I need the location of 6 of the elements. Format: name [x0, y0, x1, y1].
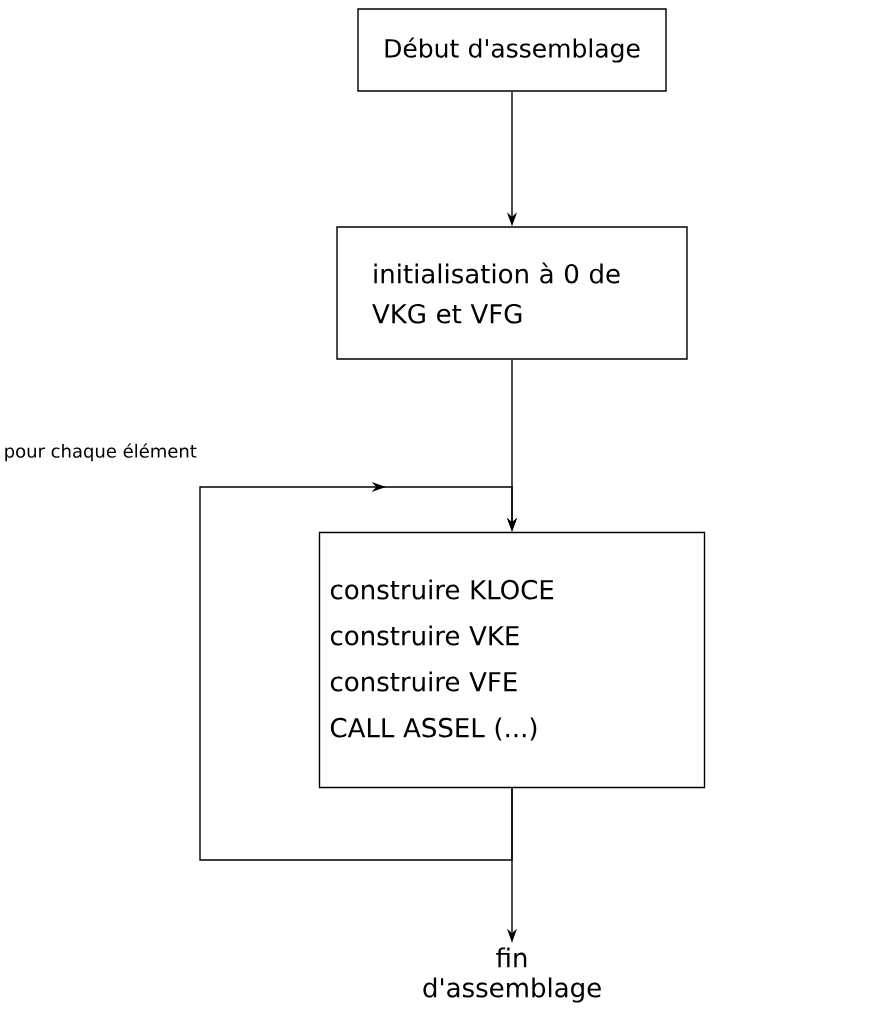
process-box: Début d'assemblage [357, 8, 667, 92]
process-box: construire KLOCE construire VKE construire VFE CALL ASSEL (...) [318, 531, 706, 789]
edge-label: pour chaque élément [5, 443, 197, 462]
process-box: initialisation à 0 de VKG et VFG [336, 226, 688, 360]
end-label: fin d'assemblage [423, 947, 601, 1003]
arrow [199, 481, 518, 861]
